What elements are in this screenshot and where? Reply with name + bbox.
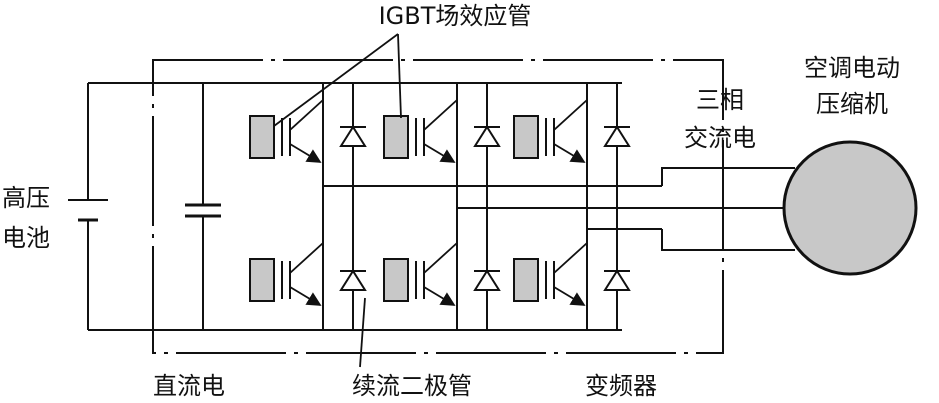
igbt-gate-upper-1 [249,115,275,159]
dc-capacitor [185,83,221,330]
igbt-leader-lines [273,33,402,127]
battery-label-line2: 电池 [2,224,50,252]
battery-label-line1: 高压 [2,184,50,212]
three-phase-label-line2: 交流电 [684,124,756,152]
igbt-gate-lower-2 [383,258,409,302]
compressor-motor [782,140,918,276]
diode-label: 续流二极管 [352,372,472,400]
diode-upper-2 [473,125,501,147]
battery-symbol [68,199,108,222]
igbt-gate-upper-3 [513,115,539,159]
diode-lower-3 [603,269,631,291]
three-phase-output [661,167,795,251]
diode-lower-1 [339,269,367,291]
diode-lower-2 [473,269,501,291]
dc-bus [87,82,622,331]
three-phase-label-line1: 三相 [696,86,744,114]
inverter-leg-2 [383,83,795,330]
compressor-label-line2: 压缩机 [816,90,888,118]
compressor-label-line1: 空调电动 [804,54,900,82]
igbt-gate-lower-1 [249,258,275,302]
inverter-leg-3 [513,83,662,330]
igbt-label: IGBT场效应管 [379,2,532,30]
igbt-gate-upper-2 [383,115,409,159]
diode-leader-line [359,297,366,368]
diode-upper-1 [339,125,367,147]
inverter-leg-1 [249,83,662,330]
inverter-enclosure [152,59,724,354]
dc-label: 直流电 [153,372,225,400]
inverter-label: 变频器 [585,372,657,400]
igbt-gate-lower-3 [513,258,539,302]
diode-upper-3 [603,125,631,147]
